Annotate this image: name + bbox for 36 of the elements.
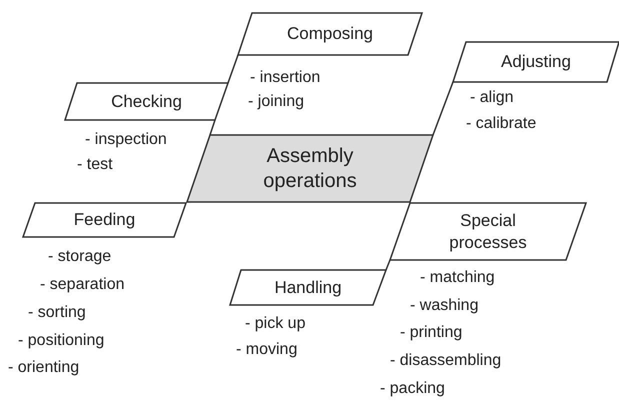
parallelogram-box (230, 270, 386, 305)
parallelogram-box (187, 135, 433, 202)
list-item: - washing (410, 298, 478, 314)
parallelogram-box (390, 203, 586, 260)
node-title: Adjusting (501, 51, 571, 73)
node-title: Checking (111, 90, 182, 112)
connector-line (209, 120, 216, 136)
list-item: - insertion (250, 70, 320, 86)
list-item: - moving (236, 342, 298, 358)
list-item: - separation (40, 277, 124, 293)
list-item: - joining (248, 94, 304, 110)
list-item: - printing (400, 325, 462, 341)
node-title: Feeding (74, 209, 136, 231)
parallelogram-box (453, 42, 619, 82)
list-item: - storage (48, 249, 112, 265)
list-item: - positioning (18, 333, 104, 349)
node-title: Special processes (448, 210, 528, 253)
list-item: - inspection (85, 132, 167, 148)
list-item: - calibrate (466, 116, 536, 132)
node-title: Handling (274, 276, 342, 298)
list-item: - test (77, 157, 113, 173)
list-item: - align (470, 90, 514, 106)
list-item: - packing (380, 381, 445, 397)
node-title: Composing (287, 23, 373, 45)
connector-line (227, 54, 239, 84)
parallelogram-box (238, 13, 422, 55)
parallelogram-box (65, 83, 228, 120)
list-item: - pick up (245, 316, 306, 332)
connector-line (385, 260, 391, 270)
list-item: - orienting (8, 360, 80, 376)
connector-line (432, 82, 454, 136)
list-item: - matching (420, 270, 495, 286)
node-title: Assembly operations (262, 144, 358, 194)
list-item: - disassembling (390, 353, 502, 369)
parallelogram-box (23, 203, 186, 237)
list-item: - sorting (28, 305, 86, 321)
